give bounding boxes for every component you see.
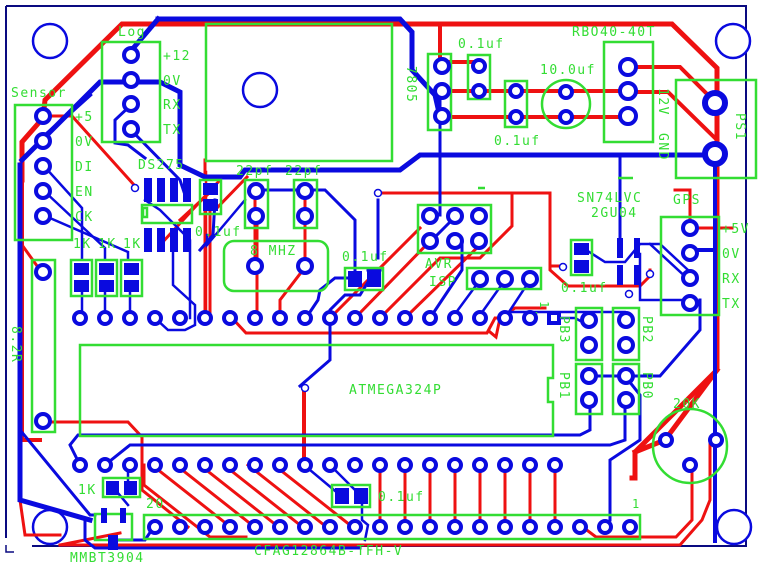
cap-22pf-label: 22pf — [236, 164, 273, 179]
sensor-pin-label: CK — [75, 210, 94, 225]
avr-isp-label: AVR — [425, 257, 453, 272]
gps-pin-label: TX — [722, 297, 741, 312]
ds275-label: DS275 — [138, 158, 185, 173]
mounting-hole-bottom-right — [715, 508, 753, 546]
mounting-hole-bottom-left — [31, 508, 69, 546]
ps1-pin-label: 12V — [655, 88, 670, 116]
lcd-header-outline — [142, 513, 642, 541]
gps-pin-label: 0V — [722, 247, 741, 262]
gps-header-outline — [659, 215, 721, 317]
mounting-hole-top-right — [714, 22, 752, 60]
ps1-pin-label: GND — [655, 133, 670, 161]
module-outline — [204, 22, 394, 163]
gps-pin-label: RX — [722, 272, 741, 287]
silkscreen-labels: Log +12 0V RX TX Sensor +5 0V DI EN CK D… — [8, 25, 750, 566]
ps1-outline — [674, 78, 758, 180]
resistor-1k-label: 1K — [73, 237, 92, 252]
sensor-header-outline — [13, 103, 74, 242]
sn74-label: 2GU04 — [591, 206, 638, 221]
sn74-cap-label: 0.1uf — [561, 281, 608, 296]
log-header-outline — [100, 40, 162, 144]
sensor-pin-label: 0V — [75, 135, 94, 150]
regulator-label: 7805 — [403, 66, 418, 103]
lcd-header-pins — [147, 519, 638, 535]
lcd-pin1-label: 1 — [632, 497, 641, 511]
sn74-label: SN74LVC — [577, 191, 642, 206]
lcd-cap-label: 0.1uf — [378, 490, 425, 505]
pads — [34, 46, 728, 550]
reg-in-cap-label: 0.1uf — [458, 37, 505, 52]
mounting-hole-top-left — [31, 22, 69, 60]
sensor-pin-label: +5 — [75, 110, 94, 125]
sensor-pin-label: DI — [75, 160, 94, 175]
pb0-label: PB0 — [639, 372, 654, 400]
mcu-pin1-label: 1 — [537, 301, 551, 310]
log-pin-label: 0V — [163, 74, 182, 89]
log-label: Log — [118, 25, 146, 40]
mcu-label: ATMEGA324P — [349, 383, 442, 398]
pb2-label: PB2 — [639, 316, 654, 344]
crystal-label: 8 MHZ — [250, 244, 297, 259]
reg-out-cap-label: 0.1uf — [494, 134, 541, 149]
silkscreen — [13, 22, 758, 542]
rbo-label: RBO40-40T — [572, 25, 656, 40]
log-pin-label: RX — [163, 98, 182, 113]
sensor-label: Sensor — [11, 86, 67, 101]
gps-pin-label: +5V — [722, 222, 750, 237]
mcu-top-pins — [72, 310, 561, 326]
lcd-label: CFAG12864B-TFH-V — [254, 544, 403, 559]
pb1-label: PB1 — [556, 372, 571, 400]
lcd-1k-label: 1K — [78, 483, 97, 498]
cap-22pf-label: 22pf — [285, 164, 322, 179]
pot-outline — [651, 407, 729, 485]
ds275-cap-label: 0.1uf — [195, 225, 242, 240]
transistor-label: MMBT3904 — [70, 551, 145, 566]
xtal-cap-label: 0.1uf — [342, 250, 389, 265]
pb3-label: PB3 — [556, 316, 571, 344]
resistor-1k-label: 1K — [123, 237, 142, 252]
log-pin-label: +12 — [163, 49, 191, 64]
mcu-bottom-pins — [72, 457, 563, 473]
speaker-res-label: 8.2R — [8, 326, 23, 363]
log-pin-label: TX — [163, 123, 182, 138]
sensor-pin-label: EN — [75, 185, 94, 200]
ps1-label: PS1 — [732, 113, 747, 141]
crystal-outline — [222, 239, 330, 293]
electrolytic-label: 10.0uf — [540, 63, 596, 78]
avr-isp-label: ISP — [429, 275, 457, 290]
pot-label: 20K — [673, 397, 701, 412]
lcd-pin20-label: 20 — [146, 497, 165, 512]
gps-label: GPS — [673, 193, 701, 208]
resistor-1k-label: 1K — [98, 237, 117, 252]
mcu-outline — [78, 343, 555, 438]
